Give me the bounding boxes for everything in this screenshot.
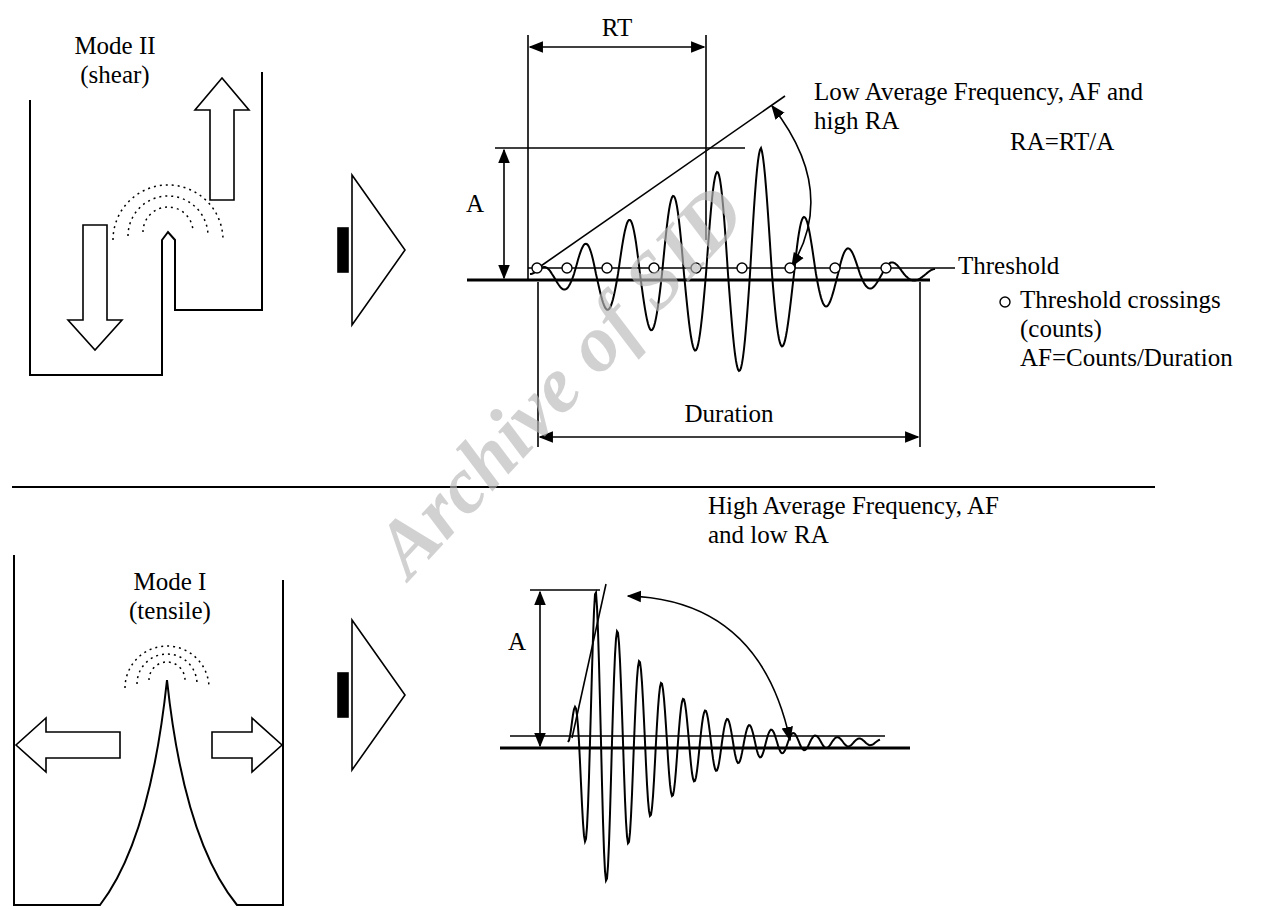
sensor-symbol [338, 228, 348, 272]
annotation: Low Average Frequency, AF and high RA [814, 78, 1144, 136]
formula: AF=Counts/Duration [1020, 344, 1233, 373]
axis-label: Threshold [958, 252, 1059, 281]
dimension-arrow [539, 592, 541, 746]
dimension-arrow [530, 46, 704, 48]
dimension-arrow [503, 150, 505, 278]
hollow-arrow [352, 175, 405, 325]
dimension-label: RT [602, 14, 632, 43]
waveform [568, 593, 880, 881]
dimension-label: Duration [685, 400, 774, 429]
hollow-arrow [352, 620, 405, 770]
threshold-line [510, 735, 885, 737]
formula: RA=RT/A [1010, 128, 1114, 157]
watermark: Archive of SID [357, 167, 763, 593]
dimension-arrow [540, 436, 918, 438]
curved-arrow [628, 596, 790, 740]
legend-note: Threshold crossings (counts) [1020, 286, 1255, 344]
specimen-box: Mode I (tensile) [8, 540, 293, 908]
dimension-label: A [466, 190, 484, 219]
slope-line [572, 584, 606, 738]
annotation: High Average Frequency, AF and low RA [708, 492, 1038, 550]
specimen-box: Mode II (shear) [20, 20, 280, 385]
dimension-label: A [508, 628, 526, 657]
mode-title: Mode I (tensile) [110, 568, 230, 626]
mode-title: Mode II (shear) [60, 32, 170, 90]
specimen-outline [20, 20, 280, 385]
separator-line [12, 486, 1155, 488]
sensor-symbol [338, 673, 348, 717]
specimen-outline [8, 540, 293, 908]
curved-arrow [772, 106, 811, 266]
